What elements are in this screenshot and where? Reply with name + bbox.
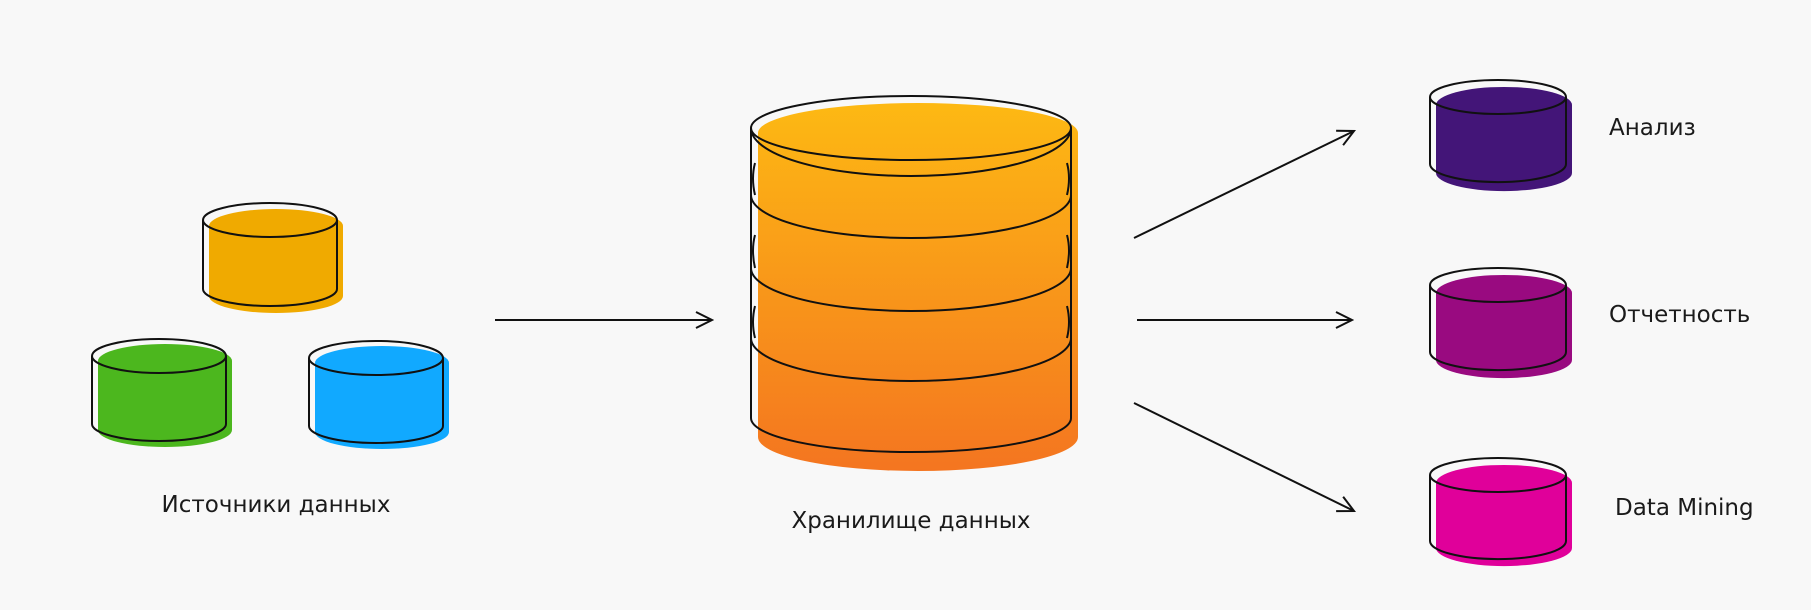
sources-label: Источники данных xyxy=(161,492,391,518)
arrow-to-mining xyxy=(1133,402,1354,511)
mining-label: Data Mining xyxy=(1615,495,1754,521)
analysis-label: Анализ xyxy=(1609,115,1696,141)
reporting-db-icon xyxy=(1429,267,1572,379)
source-db-blue-icon xyxy=(308,340,449,449)
warehouse-db-icon xyxy=(750,95,1078,471)
source-db-yellow-icon xyxy=(202,202,343,313)
mining-db-icon xyxy=(1429,457,1572,567)
source-db-green-icon xyxy=(91,338,232,447)
arrow-to-analysis xyxy=(1133,131,1354,239)
analysis-db-icon xyxy=(1429,79,1572,192)
warehouse-label: Хранилище данных xyxy=(791,508,1031,534)
reporting-label: Отчетность xyxy=(1609,302,1751,328)
